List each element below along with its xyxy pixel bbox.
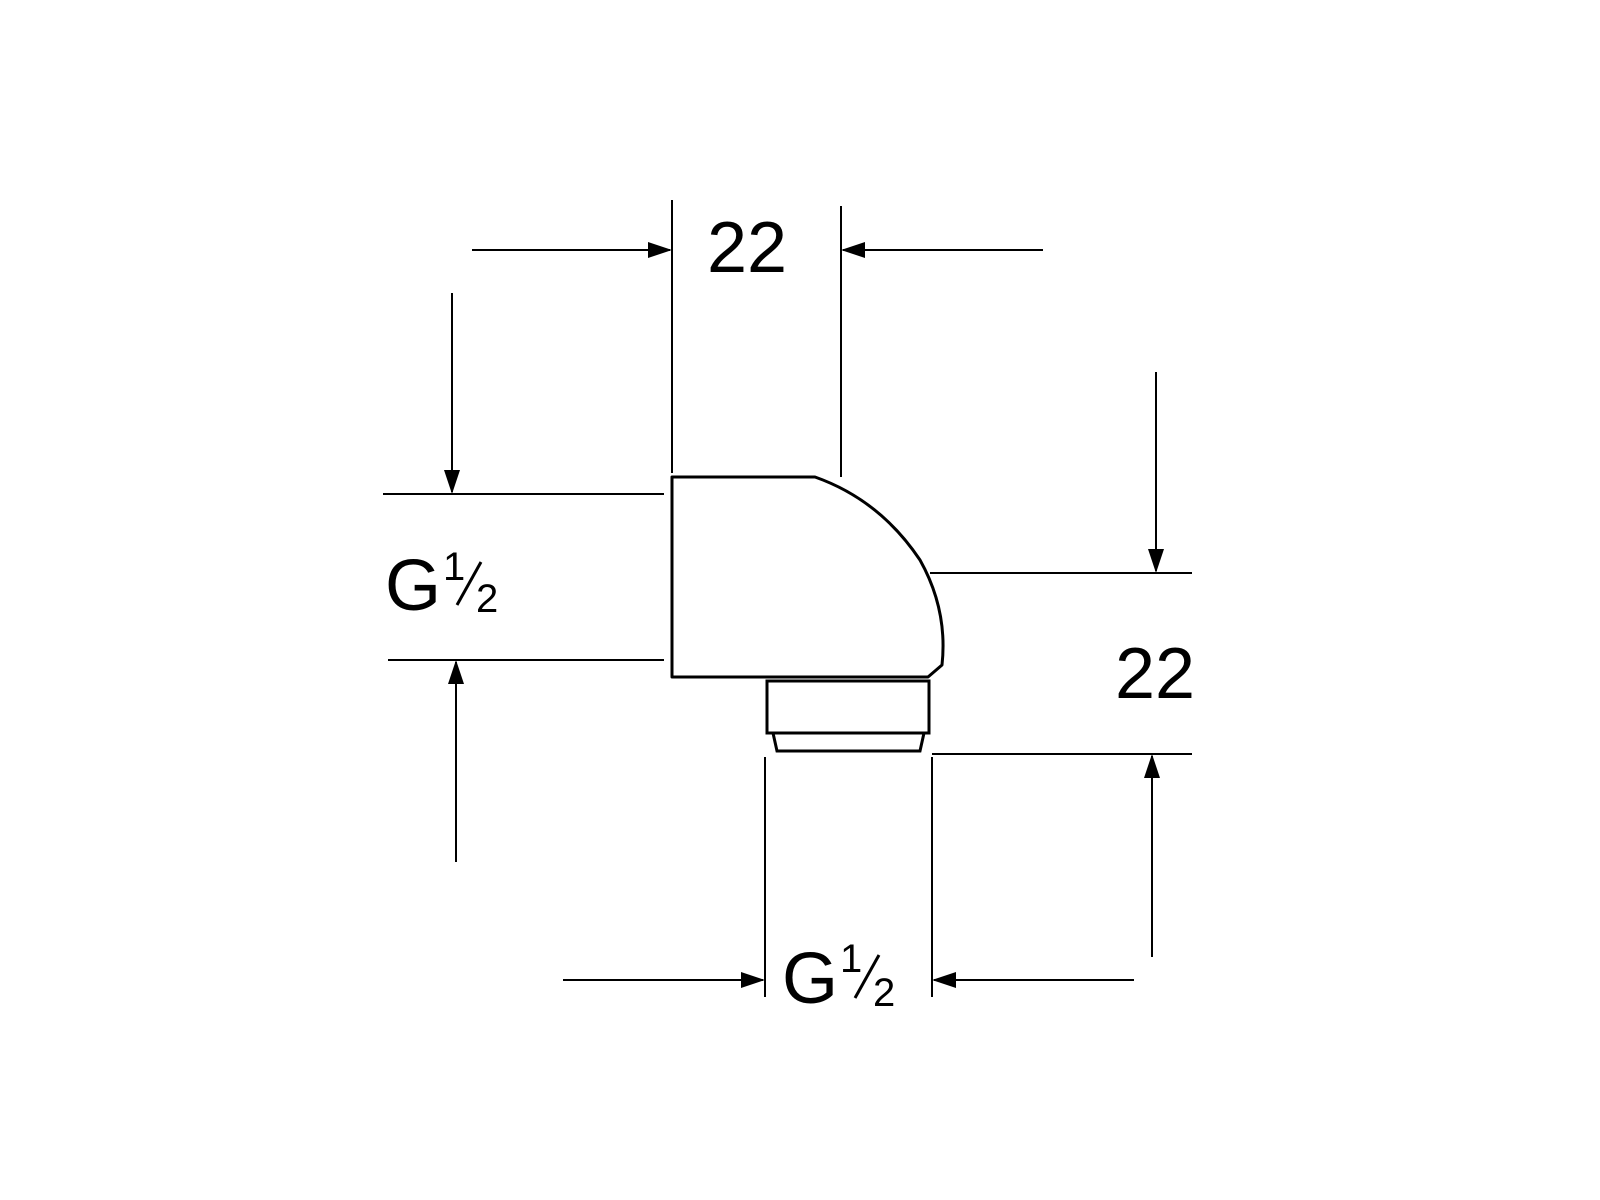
dim-left-thread-label: G 1 2: [385, 545, 498, 626]
left-thread-denominator: 2: [476, 577, 498, 621]
threaded-spigot: [765, 679, 931, 753]
dim-bottom-thread-label: G 1 2: [782, 937, 895, 1019]
left-thread-prefix: G: [385, 546, 441, 626]
left-thread-numerator: 1: [443, 545, 465, 589]
fitting-body: [670, 475, 945, 679]
bottom-thread-numerator: 1: [840, 937, 862, 981]
dimension-lines: [444, 242, 1164, 988]
fitting-elbow-outline: [670, 475, 945, 679]
bottom-thread-prefix: G: [782, 939, 838, 1019]
dim-right-height-label: 22: [1115, 634, 1195, 714]
dim-top-width-label: 22: [707, 208, 787, 288]
spigot-tip: [771, 732, 926, 753]
bottom-thread-fraction-bar: [853, 954, 881, 999]
bottom-thread-denominator: 2: [873, 971, 895, 1015]
left-thread-fraction-bar: [455, 561, 483, 606]
extension-lines: [383, 200, 1192, 997]
spigot-body: [765, 679, 931, 735]
